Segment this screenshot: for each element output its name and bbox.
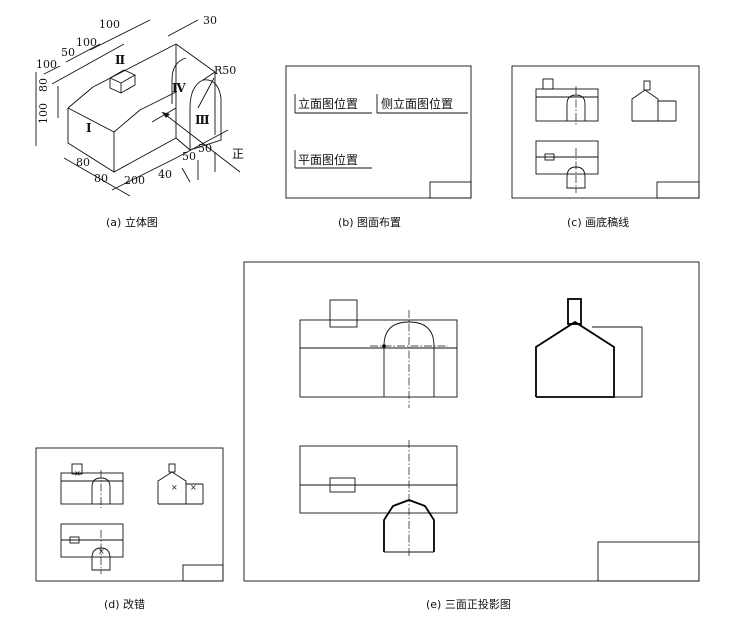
dim-40: 40: [158, 168, 172, 181]
side-elevation-view: [535, 298, 643, 398]
panel-b-layout: 立面图位置 侧立面图位置 平面图位置: [285, 65, 472, 199]
dim-200: 200: [124, 174, 145, 187]
dim-30: 30: [203, 14, 217, 27]
caption-d: (d) 改错: [104, 597, 145, 611]
caption-e: (e) 三面正投影图: [426, 597, 511, 611]
dim-50-a: 50: [182, 150, 196, 163]
panel-a-isometric: 正 100 30 100 50 100 80 100 R50 80 80 200…: [35, 14, 244, 197]
dim-50: 50: [61, 46, 75, 59]
dim-100-left: 100: [36, 58, 57, 71]
panel-e-titleblock: [597, 541, 700, 582]
part-label-4: Ⅳ: [172, 81, 186, 95]
svg-text:×: ×: [74, 469, 81, 478]
caption-c: (c) 画底稿线: [567, 215, 629, 229]
dim-50-b: 50: [198, 142, 212, 155]
panel-e-frame: [243, 261, 700, 582]
svg-text:×: ×: [98, 547, 105, 556]
dim-100-top: 100: [99, 18, 120, 31]
plan-view: [299, 440, 458, 558]
panel-c-frame: [511, 65, 700, 199]
caption-a: (a) 立体图: [106, 215, 158, 229]
dim-80-b: 80: [94, 172, 108, 185]
panel-e-three-view: [243, 261, 700, 582]
svg-text:×: ×: [190, 483, 197, 492]
panel-b-titleblock: [429, 181, 472, 199]
panel-d-frame: [35, 447, 224, 582]
svg-text:×: ×: [171, 483, 178, 492]
dim-100-vertical: 100: [37, 103, 50, 124]
panel-b-frame: [285, 65, 472, 199]
plan-position-label: 平面图位置: [298, 152, 358, 167]
panel-c-draft: [511, 65, 700, 199]
side-elevation-position-label: 侧立面图位置: [381, 96, 453, 111]
part-label-3: Ⅲ: [195, 113, 210, 127]
part-label-1: Ⅰ: [86, 121, 92, 135]
panel-d-corrections: × × × ×: [35, 447, 224, 582]
part-label-2: Ⅱ: [115, 53, 125, 67]
dim-100-mid: 100: [76, 36, 97, 49]
front-elevation-view: [299, 299, 458, 408]
front-direction-label: 正: [232, 147, 244, 161]
dim-80-a: 80: [76, 156, 90, 169]
caption-b: (b) 图面布置: [338, 216, 401, 229]
dim-80-vertical: 80: [37, 78, 50, 92]
elevation-position-label: 立面图位置: [298, 96, 358, 111]
dim-r50: R50: [214, 64, 236, 77]
